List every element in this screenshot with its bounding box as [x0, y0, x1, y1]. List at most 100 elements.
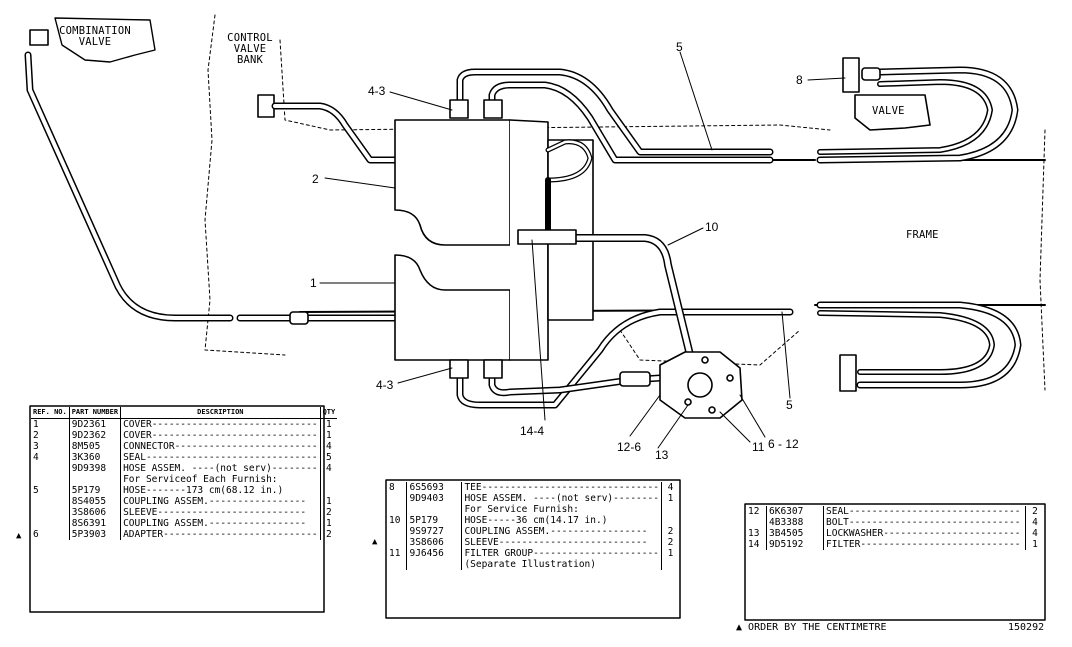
- part-number-cell: 5P179: [406, 515, 463, 526]
- leader-14-4: [531, 239, 546, 421]
- description-text: COUPLING ASSEM.: [123, 496, 209, 507]
- tee-left: [517, 229, 577, 245]
- ref-cell: [31, 507, 70, 518]
- leader-dashes: ----------------------: [533, 548, 659, 559]
- table-row: 8S6391 COUPLING ASSEM.-----------------1: [31, 518, 337, 529]
- part-number-cell: 9D9398: [69, 463, 122, 474]
- leader-dashes: ----------------------------: [860, 539, 1021, 550]
- description-text: SEAL: [123, 452, 146, 463]
- qty-cell: [320, 485, 337, 496]
- leader-11: [719, 411, 751, 443]
- table2-frame: [385, 479, 681, 619]
- filter-center: [687, 372, 713, 398]
- cover-1: [394, 254, 511, 361]
- description-text: LOCKWASHER: [826, 528, 884, 539]
- ref-cell: [31, 496, 70, 507]
- ref-cell: 14: [746, 539, 767, 550]
- description-text: HOSE-----36 cm(14.17 in.): [464, 515, 608, 526]
- part-number-cell: 9D2362: [69, 430, 122, 441]
- qty-cell: [320, 474, 337, 485]
- ref-cell: 3: [31, 441, 70, 452]
- description-cell: For Serviceof Each Furnish:: [120, 474, 321, 485]
- description-cell: CONNECTOR-------------------------: [120, 441, 321, 452]
- qty-cell: [661, 515, 679, 526]
- table1-frame: [29, 405, 325, 613]
- leader-12-6: [629, 394, 661, 437]
- callout-5-bottom: 5: [786, 398, 793, 412]
- ref-cell: 6: [31, 529, 70, 540]
- part-number-cell: 9D5192: [766, 539, 824, 550]
- leader-dashes: -----------------: [208, 518, 307, 529]
- frame-label: FRAME: [906, 229, 939, 241]
- tee-fitting: [842, 57, 860, 93]
- control-valve-bank-label-line-3: BANK: [236, 54, 264, 66]
- valve-coupling-top: [861, 67, 881, 81]
- cover-2: [394, 119, 511, 246]
- description-cell: COVER-----------------------------: [120, 418, 321, 430]
- description-cell: SLEEVE--------------------------: [461, 537, 662, 548]
- leader-dashes: ------------------------: [883, 528, 1021, 539]
- ref-cell: [31, 518, 70, 529]
- description-text: FILTER: [826, 539, 861, 550]
- frame-left-edge: [204, 14, 286, 356]
- qty-cell: 4: [326, 463, 332, 474]
- callout-4-3-bottom: 4-3: [376, 378, 394, 392]
- ref-cell: 11: [387, 548, 408, 559]
- part-number-cell: 9D2361: [69, 418, 122, 430]
- leader-8: [807, 77, 846, 81]
- description-text: For Serviceof Each Furnish:: [123, 474, 278, 485]
- ref-cell: [387, 493, 408, 504]
- qty-cell: 4: [667, 482, 674, 493]
- leader-13: [657, 404, 689, 449]
- description-text: FILTER GROUP: [464, 548, 534, 559]
- leader-dashes: -----------------: [550, 526, 648, 537]
- part-number-cell: 8S4055: [69, 496, 122, 507]
- description-text: SLEEVE: [464, 537, 499, 548]
- ref-cell: 5: [31, 485, 70, 496]
- order-by-centimetre-mark-2: ▲: [372, 537, 378, 547]
- table1-header-desc: DESCRIPTION: [120, 407, 321, 419]
- qty-cell: 2: [326, 507, 332, 518]
- description-cell: COUPLING ASSEM.-----------------: [120, 518, 321, 529]
- part-number-cell: 3K360: [69, 452, 122, 463]
- leader-dashes: ------------------------------: [145, 452, 318, 463]
- ref-cell: [387, 559, 408, 570]
- part-number-cell: 8M505: [69, 441, 122, 452]
- fitting-top-2: [483, 99, 503, 119]
- part-number-cell: [69, 474, 122, 485]
- qty-cell: [661, 504, 679, 515]
- qty-cell: 4: [1032, 528, 1038, 539]
- fitting-bottom-2: [483, 359, 503, 379]
- leader-2: [324, 177, 396, 189]
- description-text: BOLT: [826, 517, 849, 528]
- leader-4-3-bottom: [397, 367, 453, 384]
- ref-cell: 10: [387, 515, 408, 526]
- description-text: TEE: [464, 482, 482, 493]
- description-cell: COUPLING ASSEM.-----------------: [120, 496, 321, 507]
- table-row: 3S8606 SLEEVE--------------------------2: [31, 507, 337, 518]
- callout-5-top: 5: [676, 40, 683, 54]
- description-text: SEAL: [826, 506, 849, 517]
- table-row: 8S4055 COUPLING ASSEM.-----------------1: [31, 496, 337, 507]
- leader-4-3-top: [389, 91, 453, 111]
- description-cell: HOSE-----36 cm(14.17 in.): [461, 515, 662, 526]
- description-text: COVER: [123, 419, 152, 430]
- qty-cell: 2: [667, 537, 674, 548]
- leader-dashes: --------------------------: [498, 537, 648, 548]
- leader-dashes: -----------------------------: [151, 419, 318, 430]
- callout-12-6: 12-6: [617, 440, 642, 454]
